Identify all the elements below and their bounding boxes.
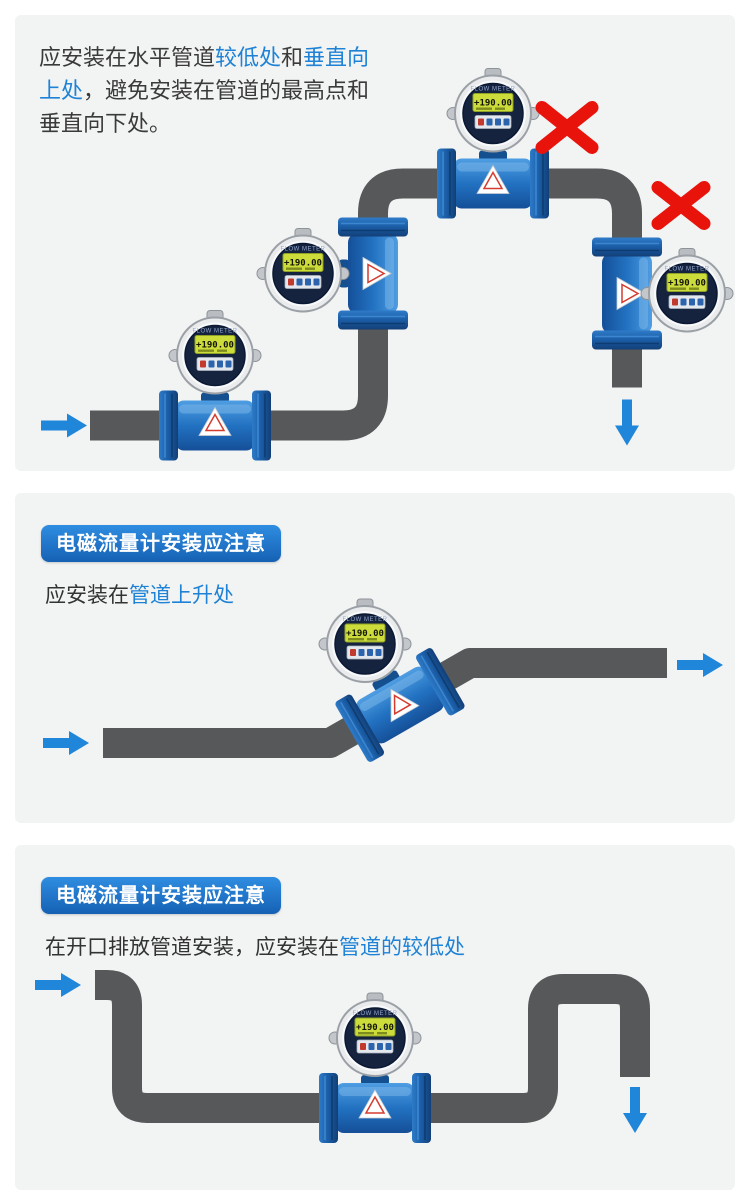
arrow-head — [67, 413, 87, 438]
flow-in-arrow-icon — [41, 413, 87, 438]
caption-text: 在开口排放管道安装，应安装在 — [45, 936, 339, 959]
arrow-head — [623, 1113, 647, 1133]
arrow-shaft — [43, 738, 69, 748]
caption-text: 应安装在 — [45, 584, 129, 607]
caption-text: ，避免安装在管道的最高点和垂直向下处。 — [39, 78, 370, 136]
panel3-caption: 在开口排放管道安装，应安装在管道的较低处 — [45, 931, 465, 961]
caption-text: 应安装在水平管道 — [39, 45, 216, 70]
arrow-head — [703, 653, 723, 677]
notice-badge: 电磁流量计安装应注意 — [41, 525, 281, 562]
arrow-shaft — [630, 1087, 640, 1113]
meter-body — [158, 389, 272, 462]
flowmeter-down-wrong — [591, 236, 734, 351]
pipe — [90, 168, 642, 441]
arrow-head — [69, 731, 89, 755]
panel-horizontal-install: 应安装在水平管道较低处和垂直向上处，避免安装在管道的最高点和垂直向下处。 — [15, 15, 735, 471]
meter-head — [446, 67, 540, 153]
arrow-shaft — [41, 420, 67, 431]
pipe-diagram-1 — [41, 67, 734, 462]
error-x-icon — [651, 181, 711, 230]
meter-collar — [201, 392, 229, 403]
pipe-diagram-2 — [43, 598, 723, 765]
flowmeter-vertical-up — [256, 216, 409, 331]
flow-out-arrow-icon — [677, 653, 723, 677]
meter-collar — [361, 1075, 389, 1085]
x-strokes — [651, 181, 711, 230]
meter-head — [168, 309, 262, 395]
arrow-head — [615, 425, 639, 446]
meter-collar — [479, 150, 507, 161]
arrow-shaft — [622, 399, 632, 426]
meter-head — [318, 598, 412, 683]
pipe-diagram-3 — [35, 970, 650, 1144]
flowmeter-top-wrong — [436, 67, 550, 220]
pipe — [92, 970, 650, 1123]
panel2-caption: 应安装在管道上升处 — [45, 579, 234, 609]
caption-highlight: 管道的较低处 — [339, 936, 465, 959]
meter-body — [436, 147, 550, 220]
flow-out-arrow-icon — [623, 1087, 647, 1133]
arrow-head — [61, 973, 81, 997]
panel1-caption: 应安装在水平管道较低处和垂直向上处，避免安装在管道的最高点和垂直向下处。 — [39, 41, 375, 140]
flow-in-arrow-icon — [43, 731, 89, 755]
arrow-shaft — [677, 660, 703, 670]
meter-head — [640, 247, 734, 333]
caption-highlight: 管道上升处 — [129, 584, 234, 607]
arrow-shaft — [35, 980, 61, 990]
flowmeter-horizontal-low — [158, 309, 272, 462]
notice-badge: 电磁流量计安装应注意 — [41, 877, 281, 914]
caption-highlight: 垂直向上处 — [39, 45, 370, 103]
panel-rising-install: 电磁流量计安装应注意 应安装在管道上升处 — [15, 493, 735, 823]
panel-open-discharge: 电磁流量计安装应注意 在开口排放管道安装，应安装在管道的较低处 — [15, 845, 735, 1190]
flowmeter-low-point — [318, 992, 432, 1144]
flow-out-arrow-icon — [615, 399, 639, 446]
meter-body — [318, 1072, 432, 1144]
error-x-icon — [535, 101, 599, 154]
flow-in-arrow-icon — [35, 973, 81, 997]
x-strokes — [535, 101, 599, 154]
flowmeter-incline — [318, 598, 467, 765]
meter-collar — [372, 670, 400, 691]
caption-text: 和 — [281, 45, 304, 70]
caption-highlight: 较低处 — [215, 45, 282, 70]
meter-head — [328, 992, 422, 1077]
meter-head — [256, 227, 350, 313]
